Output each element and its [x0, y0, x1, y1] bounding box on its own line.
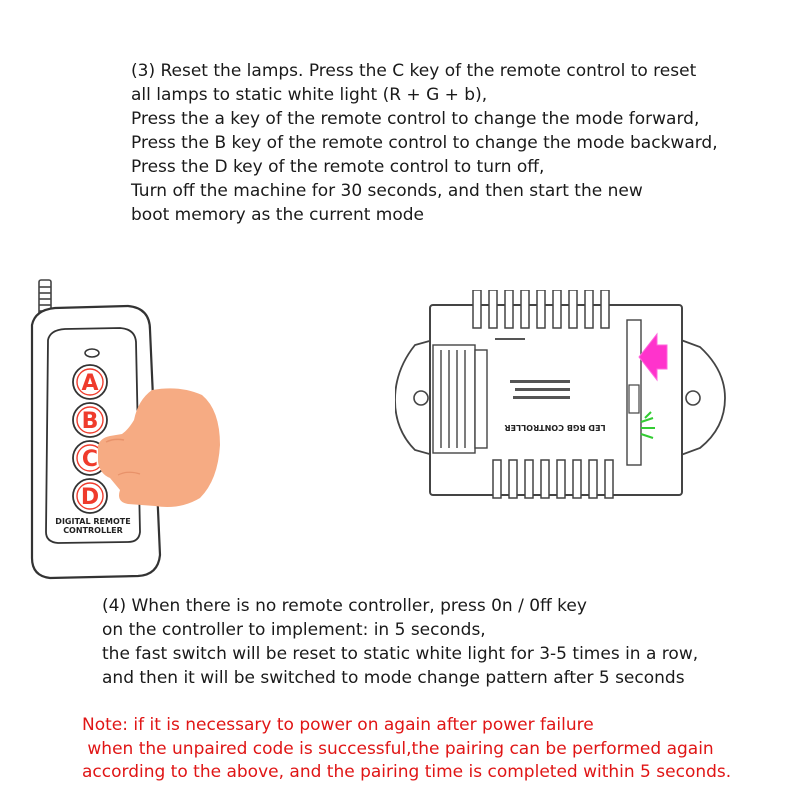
section-3-instructions: (3) Reset the lamps. Press the C key of … [131, 59, 718, 227]
remote-button-a[interactable]: A [72, 364, 108, 400]
section-4-instructions: (4) When there is no remote controller, … [102, 594, 698, 690]
section-3-line: (3) Reset the lamps. Press the C key of … [131, 61, 697, 81]
remote-label-line2: CONTROLLER [63, 526, 123, 535]
section-4-line: the fast switch will be reset to static … [102, 644, 699, 664]
section-4-line: (4) When there is no remote controller, … [102, 596, 587, 616]
section-3-line: Press the D key of the remote control to… [131, 157, 545, 177]
pairing-note: Note: if it is necessary to power on aga… [82, 714, 731, 785]
section-3-line: boot memory as the current mode [131, 205, 425, 225]
section-4-line: and then it will be switched to mode cha… [102, 668, 685, 688]
hand-icon [98, 388, 220, 507]
remote-label-line1: DIGITAL REMOTE [55, 517, 130, 526]
power-connector [432, 344, 488, 454]
top-terminals [472, 290, 610, 329]
bottom-terminals [492, 459, 614, 499]
controller-right-ear [680, 338, 726, 457]
section-3-line: all lamps to static white light (R + G +… [131, 85, 488, 105]
remote-button-c-label: C [82, 447, 98, 472]
controller-title: LED RGB CONTROLLER [504, 423, 605, 432]
remote-led-icon [84, 348, 100, 358]
section-3-line: Press the a key of the remote control to… [131, 109, 700, 129]
arrow-icon [638, 332, 668, 382]
led-controller-illustration: LED RGB CONTROLLER [395, 290, 726, 499]
note-line: Note: if it is necessary to power on aga… [82, 715, 594, 735]
remote-button-d-label: D [81, 485, 99, 510]
note-line: according to the above, and the pairing … [82, 762, 732, 782]
section-3-line: Press the B key of the remote control to… [131, 133, 718, 153]
note-line: when the unpaired code is successful,the… [82, 738, 714, 759]
remote-button-d[interactable]: D [72, 478, 108, 514]
on-off-key[interactable] [628, 384, 640, 414]
led-glow-icon [640, 411, 655, 439]
remote-control-illustration: A B C D DIGITAL REMOTE CONTROLLER [30, 279, 220, 580]
remote-button-a-label: A [81, 371, 98, 396]
remote-button-b-label: B [82, 409, 99, 434]
section-3-line: Turn off the machine for 30 seconds, and… [131, 181, 643, 201]
controller-spec-text [495, 338, 570, 399]
section-4-line: on the controller to implement: in 5 sec… [102, 620, 486, 640]
antenna-icon [38, 279, 52, 321]
remote-button-b[interactable]: B [72, 402, 108, 438]
